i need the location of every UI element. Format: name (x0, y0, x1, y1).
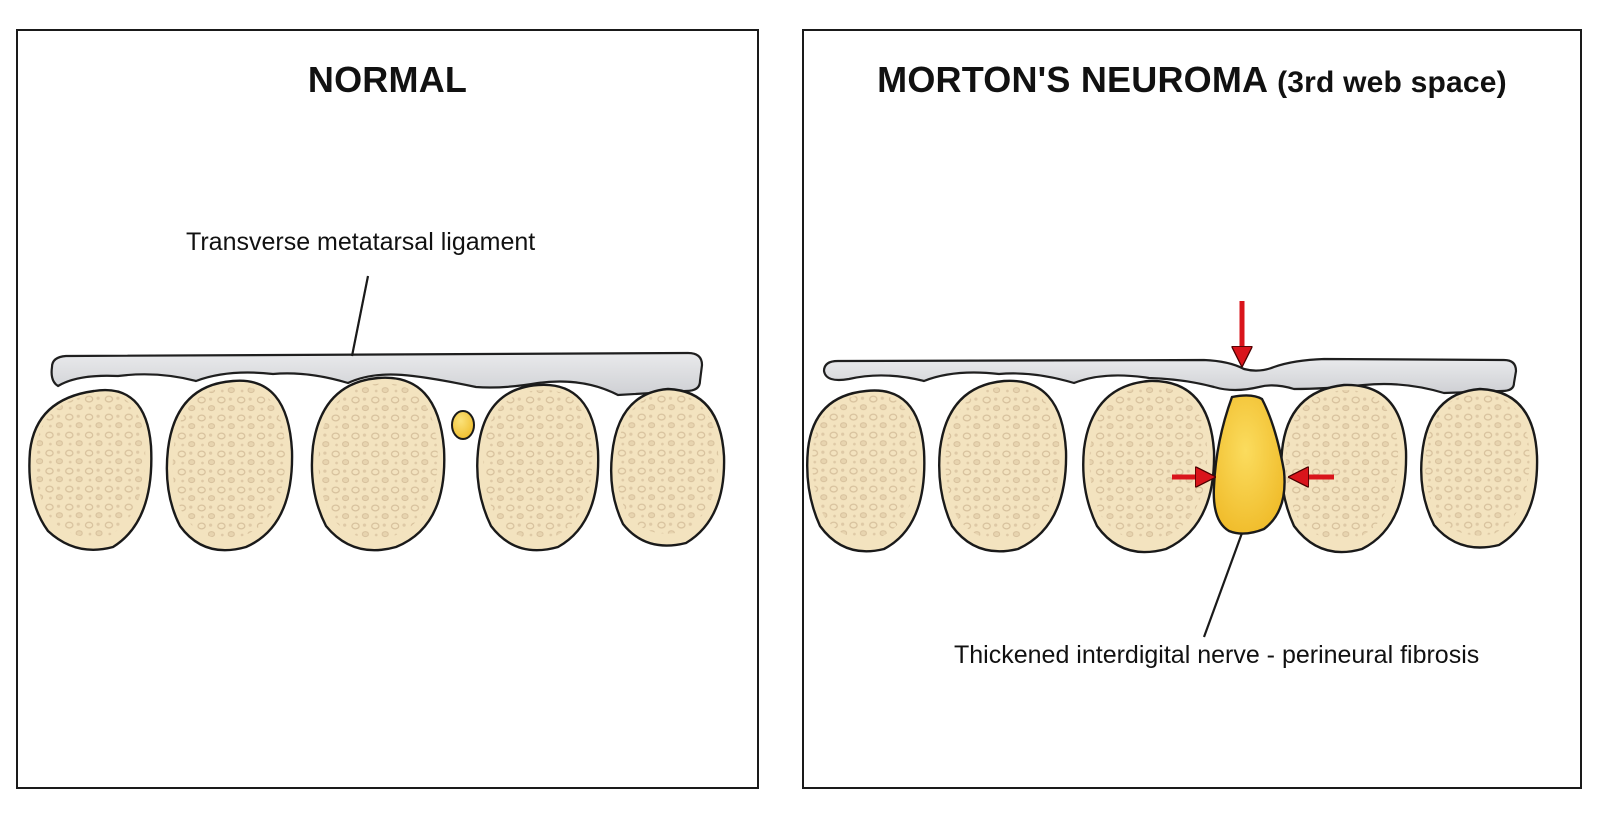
panel-title-normal: NORMAL (307, 59, 468, 100)
panel-title-neuroma: MORTON'S NEUROMA (3rd web space) (804, 59, 1580, 101)
metatarsal-head-3 (1082, 379, 1216, 554)
panel-normal: NORMAL (16, 29, 759, 789)
transverse-ligament (50, 351, 704, 397)
normal-interdigital-nerve (451, 410, 475, 440)
neuroma-illustration (806, 301, 1539, 638)
metatarsal-head-5 (1420, 387, 1539, 549)
metatarsal-head-1 (806, 389, 926, 553)
ligament-label: Transverse metatarsal ligament (186, 228, 536, 256)
panel-neuroma: MORTON'S NEUROMA (3rd web space) (802, 29, 1582, 789)
metatarsal-head-3 (310, 376, 446, 552)
metatarsal-head-5 (609, 387, 726, 547)
metatarsal-head-2 (165, 379, 294, 552)
ligament-leader-line (350, 275, 370, 357)
metatarsal-head-4 (476, 383, 600, 552)
metatarsal-head-4 (1280, 383, 1408, 554)
normal-illustration (28, 275, 726, 552)
panel-title-main: MORTON'S NEUROMA (877, 59, 1267, 100)
panel-title-sub: (3rd web space) (1277, 66, 1507, 99)
neuroma-mass (1212, 394, 1286, 535)
metatarsal-head-1 (28, 388, 153, 551)
nerve-leader-line (1202, 532, 1244, 638)
metatarsal-head-2 (938, 379, 1068, 553)
nerve-label: Thickened interdigital nerve - perineura… (954, 641, 1480, 669)
